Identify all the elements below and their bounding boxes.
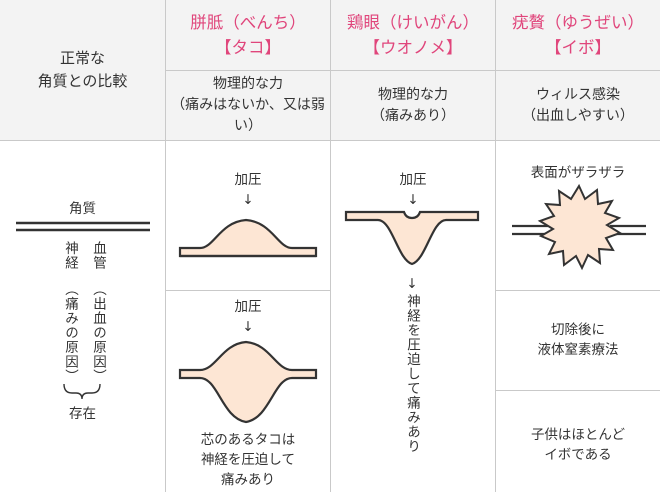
wart-treatment: 切除後に 液体窒素療法 xyxy=(496,320,660,360)
wart-treatment-line2: 液体窒素療法 xyxy=(537,342,619,358)
column2-title: 鶏眼（けいがん） 【ウオノメ】 xyxy=(331,0,495,70)
divider-header-body xyxy=(0,140,660,141)
corn-note: 神経を圧迫して痛みあり xyxy=(404,294,420,454)
wart-treatment-line1: 切除後に xyxy=(551,322,605,338)
wart-children-note: 子供はほとんど イボである xyxy=(496,425,660,465)
divider-col3 xyxy=(495,0,496,492)
horny-layer-label: 角質 xyxy=(69,201,96,217)
blood-note: （出血の原因） xyxy=(90,282,106,384)
callus-illustration xyxy=(178,218,318,258)
cored-callus-note: 芯のあるタコは 神経を圧迫して 痛みあり xyxy=(166,430,330,490)
divider-col2 xyxy=(330,0,331,492)
wart-children-line1: 子供はほとんど xyxy=(530,427,626,443)
divider-col1 xyxy=(165,0,166,492)
column3-title-line2: 【イボ】 xyxy=(545,38,611,57)
normal-horny-layer xyxy=(16,221,150,232)
cored-callus-press-label: 加圧 xyxy=(234,299,262,315)
column1-cause: 物理的な力 （痛みはないか、又は弱い） xyxy=(166,71,330,140)
cored-callus-press-arrow: ↓ xyxy=(242,319,254,335)
column0-header-line1: 正常な xyxy=(59,49,105,67)
column0-header: 正常な 角質との比較 xyxy=(0,0,165,140)
column3-cause-line2: （出血しやすい） xyxy=(522,107,634,124)
divider-col3-b xyxy=(495,390,660,391)
nerve-label: 神経 xyxy=(62,241,78,270)
corn-note-arrow: ↓ xyxy=(406,276,418,292)
column2-title-line2: 【ウオノメ】 xyxy=(363,38,463,57)
cored-callus-note-line1: 芯のあるタコは xyxy=(200,432,296,448)
column1-cause-line1: 物理的な力 xyxy=(213,76,283,92)
column3-title-line1: 疣贅（ゆうぜい） xyxy=(512,13,644,32)
blood-label: 血管 xyxy=(90,241,106,270)
column1-title: 胼胝（べんち） 【タコ】 xyxy=(166,0,330,70)
cored-callus-note-line3: 痛みあり xyxy=(221,472,275,488)
divider-title-row xyxy=(165,70,660,71)
column1-cause-line2: （痛みはないか、又は弱い） xyxy=(171,97,325,134)
column2-title-line1: 鶏眼（けいがん） xyxy=(347,13,479,32)
exist-label: 存在 xyxy=(69,406,96,422)
column2-cause-line1: 物理的な力 xyxy=(378,86,448,103)
callus-press-label: 加圧 xyxy=(234,172,262,188)
corn-press-label: 加圧 xyxy=(399,172,427,188)
callus-press-arrow: ↓ xyxy=(242,192,254,208)
divider-col3-a xyxy=(495,290,660,291)
corn-illustration xyxy=(344,210,480,266)
wart-illustration xyxy=(512,183,646,271)
column2-cause-line2: （痛みあり） xyxy=(371,107,455,124)
column3-title: 疣贅（ゆうぜい） 【イボ】 xyxy=(496,0,660,70)
nerve-note: （痛みの原因） xyxy=(62,282,78,384)
column3-cause-line1: ウィルス感染 xyxy=(536,86,620,103)
column1-title-line1: 胼胝（べんち） xyxy=(190,13,306,32)
column1-title-line2: 【タコ】 xyxy=(215,38,281,57)
corn-press-arrow: ↓ xyxy=(407,192,419,208)
cored-callus-note-line2: 神経を圧迫して xyxy=(200,452,296,468)
column2-cause: 物理的な力 （痛みあり） xyxy=(331,71,495,140)
column0-header-line2: 角質との比較 xyxy=(37,72,128,90)
exist-brace-icon xyxy=(63,383,101,400)
cored-callus-illustration xyxy=(178,340,318,424)
column3-cause: ウィルス感染 （出血しやすい） xyxy=(496,71,660,140)
divider-col1-mid xyxy=(165,290,330,291)
wart-children-line2: イボである xyxy=(544,447,612,463)
wart-surface-label: 表面がザラザラ xyxy=(530,165,626,181)
